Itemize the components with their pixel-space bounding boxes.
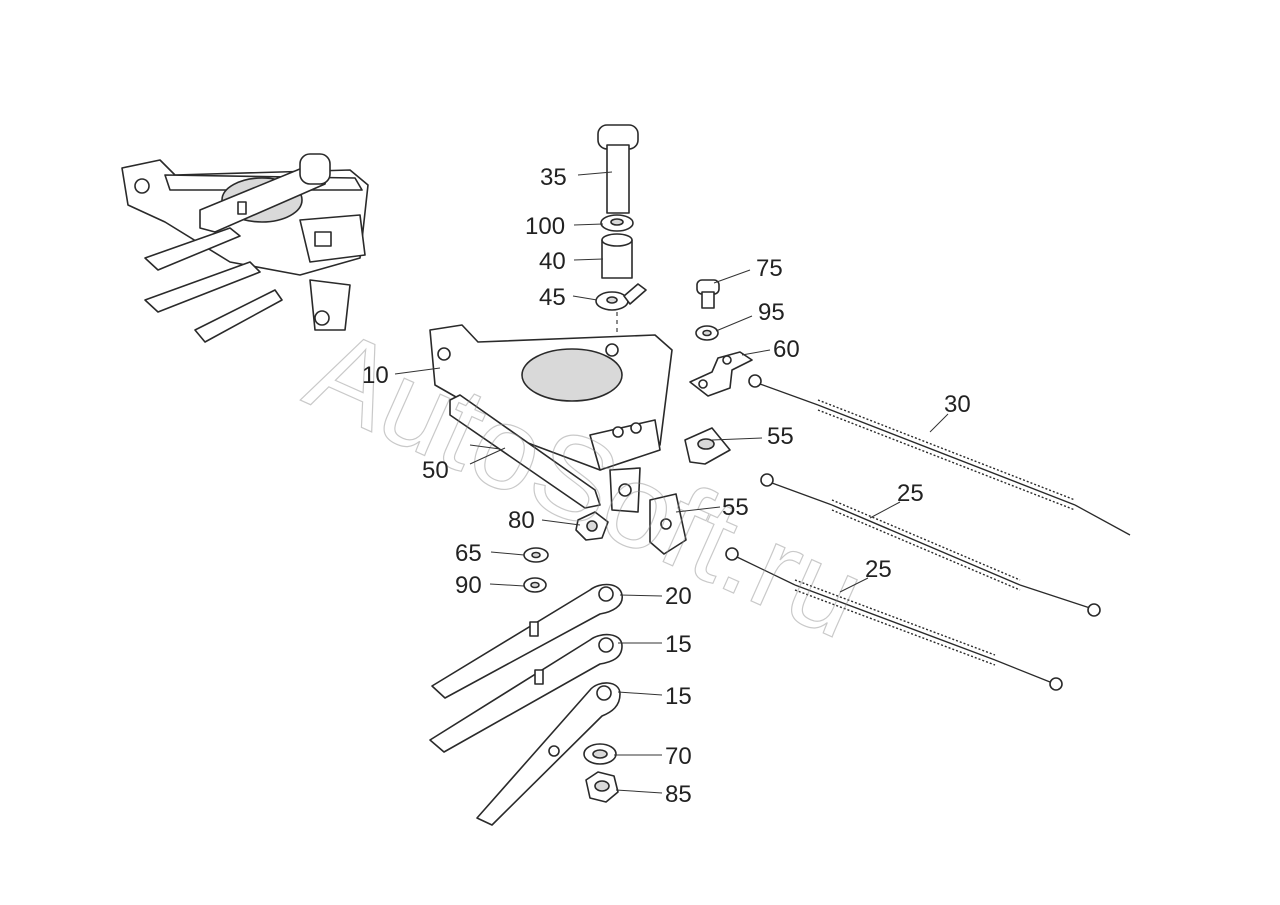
callout-90: 90: [455, 572, 482, 599]
callout-10: 10: [362, 362, 389, 389]
spring-rod-part-30: [748, 374, 1131, 536]
callout-15-a: 15: [665, 631, 692, 658]
callout-75: 75: [756, 255, 783, 282]
callout-20: 20: [665, 583, 692, 610]
spring-rod-part-25-upper: [760, 473, 1101, 617]
callout-95: 95: [758, 299, 785, 326]
callout-45: 45: [539, 284, 566, 311]
nut-part-85: [585, 771, 619, 803]
bracket-part-10: [429, 324, 673, 513]
callout-100: 100: [525, 213, 565, 240]
callout-50: 50: [422, 457, 449, 484]
clip-nut-part-55-lower: [649, 493, 687, 555]
callout-65: 65: [455, 540, 482, 567]
callout-25-upper: 25: [897, 480, 924, 507]
callout-40: 40: [539, 248, 566, 275]
lever-part-15-a: [429, 633, 623, 753]
callout-25-lower: 25: [865, 556, 892, 583]
callout-80: 80: [508, 507, 535, 534]
clamp-part-60: [689, 351, 753, 397]
nut-part-80: [575, 511, 609, 541]
spring-rod-part-25-lower: [725, 547, 1063, 691]
assembled-lever-unit: [121, 153, 369, 343]
callout-70: 70: [665, 743, 692, 770]
bolt-part-75: [696, 279, 720, 309]
bolt-part-35: [597, 124, 639, 214]
callout-35: 35: [540, 164, 567, 191]
callout-30: 30: [944, 391, 971, 418]
callout-numbers: 35 100 40 45 10 50 75 95 60 55 55 80 65 …: [362, 164, 971, 808]
callout-55-lower: 55: [722, 494, 749, 521]
callout-55-upper: 55: [767, 423, 794, 450]
strip-part-50: [449, 394, 601, 509]
clip-nut-part-55-upper: [684, 427, 731, 465]
callout-15-b: 15: [665, 683, 692, 710]
callout-60: 60: [773, 336, 800, 363]
tab-washer-part-45: [595, 283, 647, 311]
lever-part-15-b: [476, 682, 621, 826]
callout-85: 85: [665, 781, 692, 808]
leader-lines: [394, 171, 949, 794]
bushing-part-40: [601, 233, 633, 279]
